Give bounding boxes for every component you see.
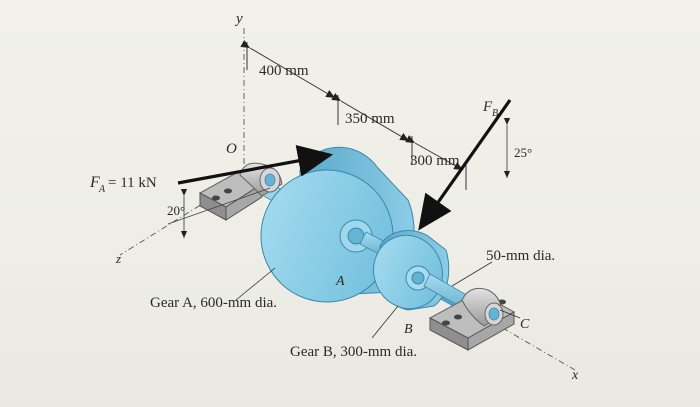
point-c-label: C <box>520 317 530 332</box>
dimension-300-label: 300 mm <box>410 153 460 169</box>
dimension-300-line <box>405 135 464 171</box>
point-b-label: B <box>404 322 413 337</box>
bearing-o <box>198 162 283 221</box>
dimension-400-line <box>240 39 336 99</box>
force-b-subscript: B <box>492 108 498 119</box>
shaft-diameter-label: 50-mm dia. <box>486 248 555 264</box>
angle-b-label: 25° <box>514 145 532 160</box>
force-b-arrow <box>418 99 512 231</box>
force-a-arrow <box>167 145 334 238</box>
z-axis-line <box>119 177 245 256</box>
origin-label: O <box>226 141 237 157</box>
y-axis-label: y <box>234 11 243 27</box>
x-axis-label: x <box>571 368 579 383</box>
dimension-350-line <box>331 92 410 142</box>
gear-b-caption: Gear B, 300-mm dia. <box>290 344 417 360</box>
force-b-symbol: F <box>482 99 493 115</box>
z-axis-label: z <box>115 251 121 266</box>
gear-a-caption: Gear A, 600-mm dia. <box>150 295 277 311</box>
dimension-350-label: 350 mm <box>345 111 395 127</box>
point-a-label: A <box>335 274 345 289</box>
force-a-subscript: A <box>98 184 106 195</box>
bearing-c <box>428 287 516 351</box>
dimension-400-label: 400 mm <box>259 63 309 79</box>
force-a-value: = 11 kN <box>108 175 157 191</box>
dimension-lines <box>240 39 467 190</box>
angle-a-label: 20° <box>167 203 185 218</box>
force-a-symbol: F <box>89 174 100 191</box>
leader-lines <box>235 261 521 339</box>
